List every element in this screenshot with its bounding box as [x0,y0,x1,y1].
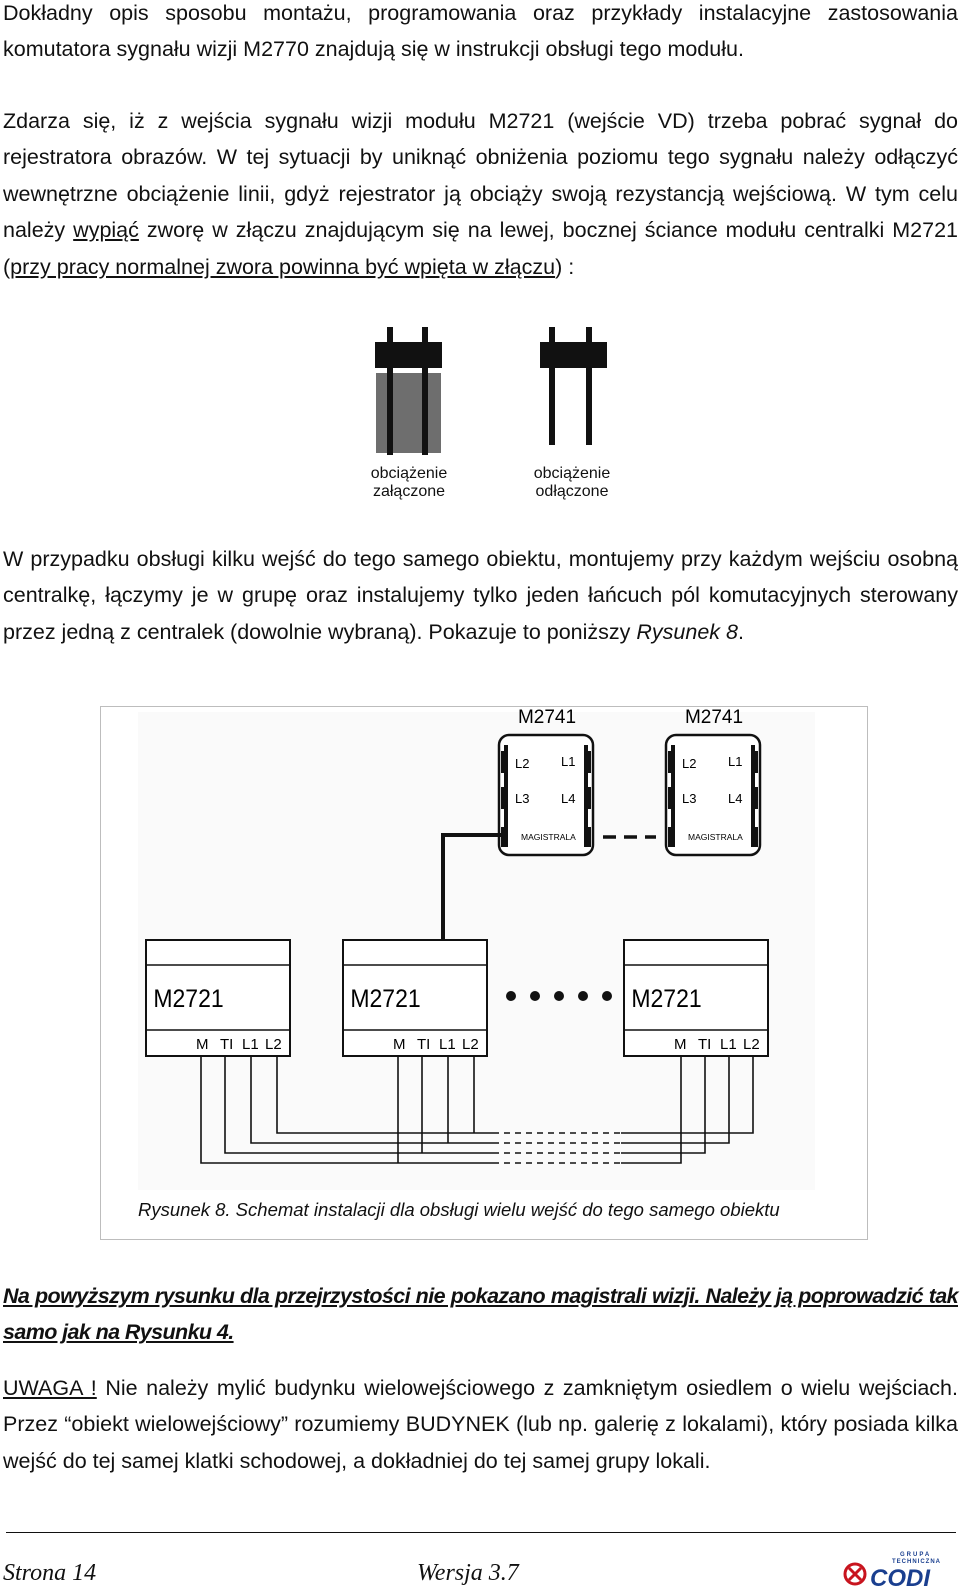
warning-label: UWAGA ! [3,1376,97,1400]
codi-logo-technical: TECHNICZNA [892,1559,941,1565]
jumper-on-cap [375,342,442,368]
footer-page-number: Strona 14 [3,1560,97,1586]
switch-1: L2 L1 L3 L4 MAGISTRALA [497,733,595,857]
switch-2-pin-l2: L2 [682,756,696,771]
central-3: M2721 M TI L1 L2 [623,939,769,1057]
central-1-term-m: M [196,1036,209,1053]
central-1-title: M2721 [153,985,223,1013]
footer-divider [6,1532,956,1533]
installation-schematic: M2741 L2 L1 L3 L4 MAGISTRALA M2741 L2 L1… [138,707,815,1190]
multi-entry-end: . [737,619,744,644]
footer-version: Wersja 3.7 [417,1560,519,1586]
central-3-term-ti: TI [698,1036,711,1053]
codi-logo-name: CODI [870,1565,931,1589]
switch-1-pin-l3: L3 [515,791,529,806]
note-paragraph: Na powyższym rysunku dla przejrzystości … [3,1284,959,1345]
central-1-term-ti: TI [220,1036,233,1053]
switch-1-bus-label: MAGISTRALA [521,832,576,842]
jumper-off-pin-right [586,327,592,445]
codi-logo-group: GRUPA [900,1552,931,1558]
central-3-term-l1: L1 [720,1036,737,1053]
codi-logo: GRUPA TECHNICZNA CODI [843,1552,941,1589]
switch-1-pin-l4: L4 [561,791,575,806]
more-units-dots [506,991,612,1001]
switch-1-pin-l2: L2 [515,756,529,771]
jumper-on-pin-left [387,327,393,455]
multi-entry-paragraph: W przypadku obsługi kilku wejść do tego … [3,541,958,650]
jumper-diagram [375,327,607,455]
central-3-term-m: M [674,1036,687,1053]
switch-2-title: M2741 [685,707,743,728]
switch-2-pin-l1: L1 [728,754,742,769]
central-2-term-l1: L1 [439,1036,456,1053]
jumper-on-label-line1: obciążenie [370,465,448,482]
figure-reference: Rysunek 8 [636,619,738,644]
intro-paragraph: Dokładny opis sposobu montażu, programow… [3,1,958,62]
jumper-off-label-line2: odłączone [535,483,609,500]
jumper-on-label: obciążenie załączone [344,465,474,501]
switch-1-pin-l1: L1 [561,754,575,769]
recorder-paragraph: Zdarza się, iż z wejścia sygnału wizji m… [3,103,958,285]
recorder-text-b: zworę w złączu znajdującym się na lewej,… [3,218,959,279]
codi-logo-mark [843,1562,867,1586]
central-1: M2721 M TI L1 L2 [145,939,291,1057]
recorder-text-normal: przy pracy normalnej zwora powinna być w… [10,254,556,279]
switch-1-title: M2741 [518,707,576,728]
central-2-term-l2: L2 [462,1036,479,1053]
central-2-term-m: M [393,1036,406,1053]
central-1-term-l1: L1 [242,1036,259,1053]
jumper-off-label-line1: obciążenie [533,465,611,482]
central-2-title: M2721 [350,985,420,1013]
central-1-term-l2: L2 [265,1036,282,1053]
central-2-term-ti: TI [417,1036,430,1053]
switch-2-bus-label: MAGISTRALA [688,832,743,842]
jumper-off-label: obciążenie odłączone [507,465,637,501]
terminal-wiring-gap [493,1131,621,1165]
bus-wire [441,833,501,940]
switch-2-pin-l3: L3 [682,791,696,806]
central-3-term-l2: L2 [743,1036,760,1053]
multi-entry-text: W przypadku obsługi kilku wejść do tego … [3,547,958,644]
recorder-text-a: Zdarza się, iż z wejścia sygnału wizji m… [3,109,958,243]
figure-8-caption: Rysunek 8. Schemat instalacji dla obsług… [138,1199,780,1220]
recorder-text-unplug: wypiąć [73,218,139,243]
switch-2: L2 L1 L3 L4 MAGISTRALA [664,733,762,857]
jumper-off-pin-left [549,327,555,445]
terminal-wiring [200,1056,754,1164]
switch-2-pin-l4: L4 [728,791,742,806]
jumper-load-fill [376,373,441,453]
jumper-on-label-line2: załączone [372,483,446,500]
warning-text: Nie należy mylić budynku wielowejścioweg… [3,1376,958,1473]
figure-8: M2741 L2 L1 L3 L4 MAGISTRALA M2741 L2 L1… [100,706,868,1240]
recorder-text-c: ) : [555,254,575,279]
warning-paragraph: UWAGA ! Nie należy mylić budynku wielowe… [3,1370,958,1479]
jumper-on-pin-right [422,327,428,455]
central-3-title: M2721 [631,985,701,1013]
central-2: M2721 M TI L1 L2 [342,939,488,1057]
